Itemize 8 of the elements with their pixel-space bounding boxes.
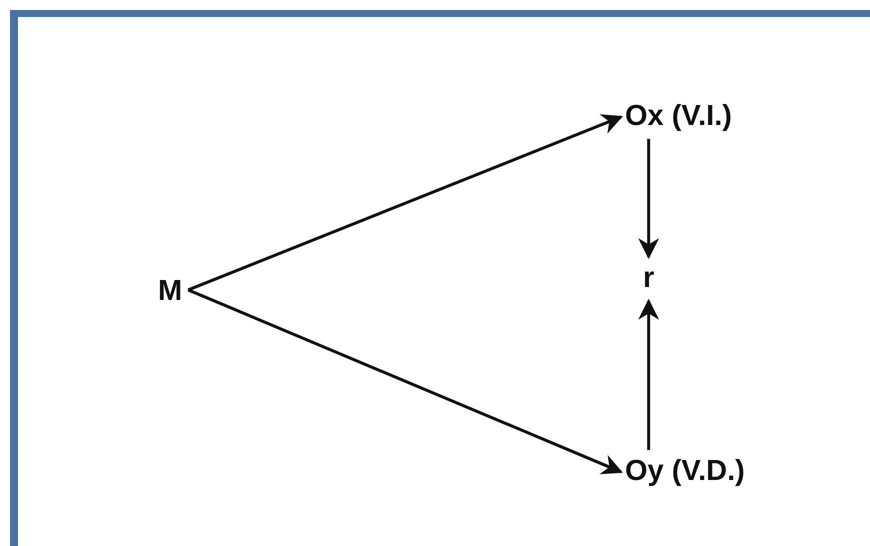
arrow [188, 288, 623, 474]
arrow [188, 114, 623, 292]
node-label: M [158, 276, 182, 308]
node-label: r [643, 263, 654, 295]
arrow [638, 138, 660, 260]
arrow [638, 298, 660, 450]
node-label: Ox (V.I.) [625, 101, 732, 133]
node-label: Oy (V.D.) [625, 456, 745, 488]
